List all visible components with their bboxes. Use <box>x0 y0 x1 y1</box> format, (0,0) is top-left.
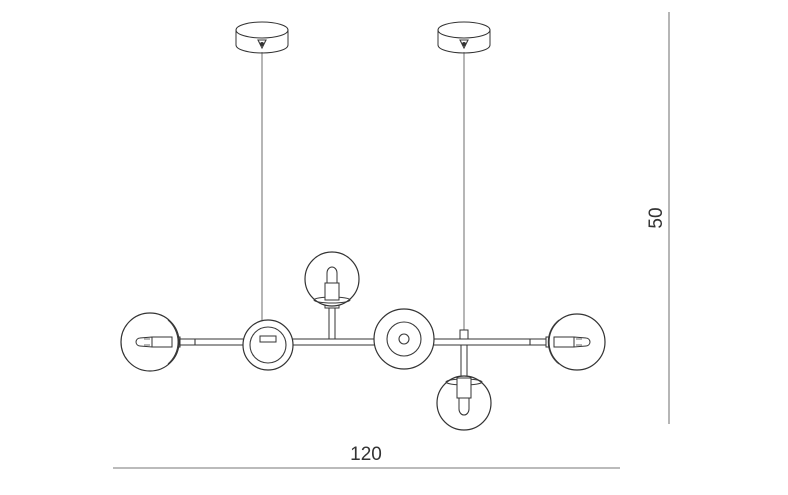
width-dimension-label: 120 <box>350 444 382 465</box>
main-bar <box>171 336 555 348</box>
globe-front-center <box>373 308 435 370</box>
globe-upper <box>304 251 360 340</box>
height-dimension-label: 50 <box>646 207 667 228</box>
globe-left-end <box>120 312 180 372</box>
globe-front-left <box>242 319 294 371</box>
globe-lower <box>436 344 492 431</box>
width-dimension: 120 <box>113 444 620 469</box>
ceiling-canopy-right <box>437 21 491 54</box>
height-dimension: 50 <box>646 12 670 424</box>
globe-right-end <box>547 313 606 371</box>
cable-connector-right <box>459 329 469 340</box>
ceiling-canopy-left <box>235 21 289 54</box>
